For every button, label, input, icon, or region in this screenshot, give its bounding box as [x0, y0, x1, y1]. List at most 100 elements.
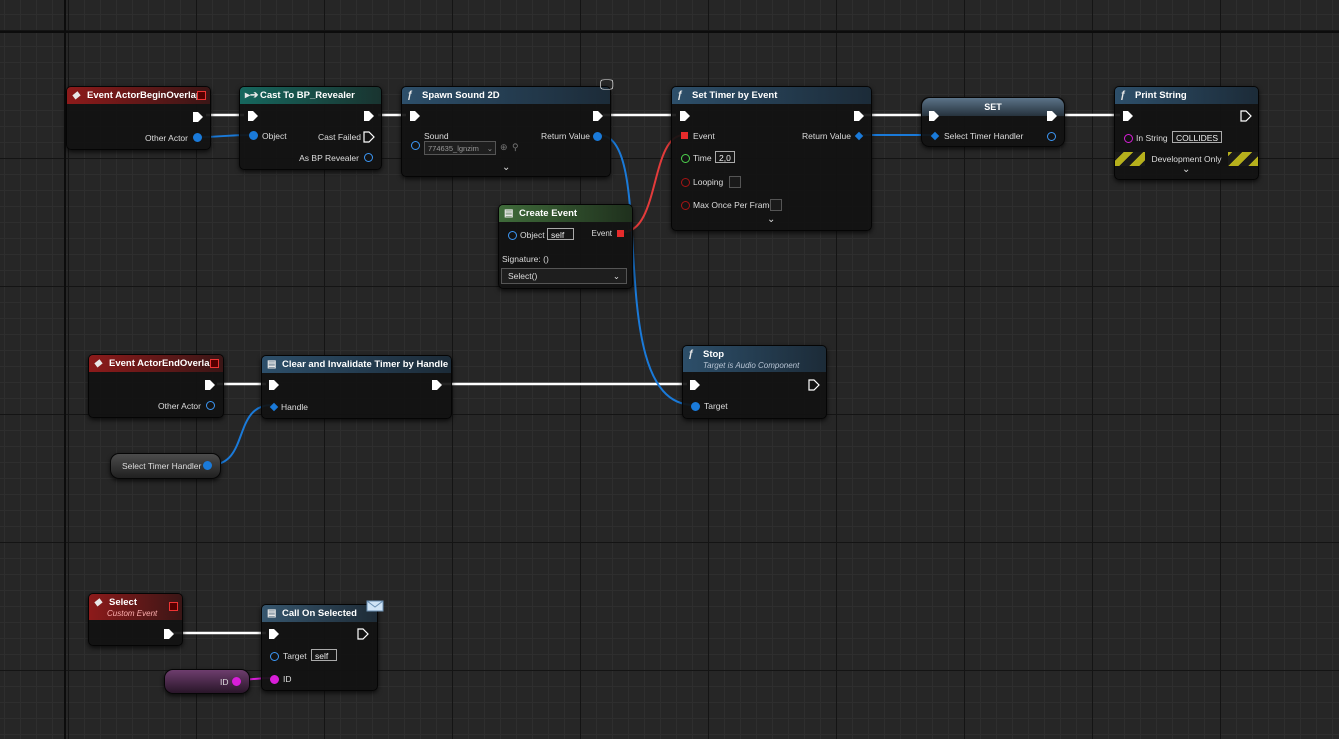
node-header: ▤ Create Event	[499, 205, 632, 222]
event-delegate-pin[interactable]	[681, 132, 688, 139]
object-pin[interactable]	[249, 131, 258, 140]
monitor-icon: 🖵	[600, 76, 614, 92]
cast-to-bp-revealer-node[interactable]: ▸➔ Cast To BP_Revealer Object Cast Faile…	[239, 86, 382, 170]
as-bp-revealer-pin[interactable]	[364, 153, 373, 162]
return-value-pin[interactable]	[854, 131, 864, 141]
event-actor-end-overlap-node[interactable]: ◆ Event ActorEndOverlap Other Actor	[88, 354, 224, 418]
node-header: ▤ Call On Selected	[262, 605, 377, 622]
node-header: ◆ Event ActorEndOverlap	[89, 355, 223, 372]
target-pin[interactable]	[270, 652, 279, 661]
in-string-pin[interactable]	[1124, 134, 1133, 143]
function-icon: ƒ	[407, 90, 413, 101]
exec-out-pin[interactable]	[592, 110, 604, 122]
expand-chevron-icon[interactable]: ⌄	[1182, 164, 1191, 175]
exec-in-pin[interactable]	[689, 379, 701, 391]
node-header: SET	[922, 98, 1064, 116]
node-header: ƒ Stop	[683, 346, 826, 372]
sound-pin[interactable]	[411, 141, 420, 150]
select-timer-handler-in-pin[interactable]	[930, 131, 940, 141]
stop-node[interactable]: ƒ Stop Target is Audio Component Target	[682, 345, 827, 419]
spawn-sound-2d-node[interactable]: ƒ Spawn Sound 2D Sound 774635_lgnzim⌄ ⊕ …	[401, 86, 611, 177]
exec-in-pin[interactable]	[268, 379, 280, 391]
select-timer-handler-out-pin[interactable]	[1047, 132, 1056, 141]
print-string-node[interactable]: ƒ Print String In String COLLIDES Develo…	[1114, 86, 1259, 180]
expand-chevron-icon[interactable]: ⌄	[767, 214, 776, 225]
pin-label: Target	[704, 401, 728, 411]
target-input[interactable]: self	[311, 649, 337, 661]
delegate-pin-icon[interactable]	[197, 91, 206, 100]
select-timer-handler-getter[interactable]: Select Timer Handler	[110, 453, 221, 479]
variable-label: ID	[220, 677, 229, 687]
value-out-pin[interactable]	[203, 461, 212, 470]
node-header: ◆ Select	[89, 594, 182, 620]
node-subtitle: Custom Event	[107, 609, 158, 618]
node-title: Spawn Sound 2D	[422, 90, 500, 101]
exec-in-pin[interactable]	[928, 110, 940, 122]
exec-out-pin[interactable]	[192, 111, 204, 123]
select-custom-event-node[interactable]: ◆ Select Custom Event	[88, 593, 183, 646]
target-pin[interactable]	[691, 402, 700, 411]
set-timer-by-event-node[interactable]: ƒ Set Timer by Event Event Time 2,0 Loop…	[671, 86, 872, 231]
cast-failed-exec-pin[interactable]	[363, 131, 375, 143]
exec-in-pin[interactable]	[409, 110, 421, 122]
pin-label: Looping	[693, 177, 724, 187]
id-pin[interactable]	[270, 675, 279, 684]
looping-checkbox[interactable]	[729, 176, 741, 188]
exec-out-pin[interactable]	[357, 628, 369, 640]
exec-out-pin[interactable]	[363, 110, 375, 122]
node-box-icon: ▤	[504, 208, 514, 219]
object-input[interactable]: self	[547, 228, 574, 240]
exec-out-pin[interactable]	[204, 379, 216, 391]
other-actor-pin[interactable]	[193, 133, 202, 142]
event-actor-begin-overlap-node[interactable]: ◆ Event ActorBeginOverlap Other Actor	[66, 86, 211, 150]
object-pin[interactable]	[508, 231, 517, 240]
pin-label: Event	[591, 229, 612, 238]
node-title: Event ActorBeginOverlap	[87, 90, 202, 101]
delegate-pin-icon[interactable]	[169, 602, 178, 611]
pin-label: In String	[1136, 133, 1168, 143]
delegate-pin-icon[interactable]	[210, 359, 219, 368]
return-value-pin[interactable]	[593, 132, 602, 141]
exec-out-pin[interactable]	[431, 379, 443, 391]
time-pin[interactable]	[681, 154, 690, 163]
clear-invalidate-timer-node[interactable]: ▤ Clear and Invalidate Timer by Handle H…	[261, 355, 452, 419]
sound-asset-dropdown[interactable]: 774635_lgnzim⌄	[424, 141, 496, 155]
pin-label: Max Once Per Frame	[693, 200, 775, 210]
exec-out-pin[interactable]	[1240, 110, 1252, 122]
value-out-pin[interactable]	[232, 677, 241, 686]
exec-out-pin[interactable]	[853, 110, 865, 122]
exec-in-pin[interactable]	[268, 628, 280, 640]
exec-in-pin[interactable]	[247, 110, 259, 122]
max-once-pin[interactable]	[681, 201, 690, 210]
node-title: Create Event	[519, 208, 578, 219]
node-header: ◆ Event ActorBeginOverlap	[67, 87, 210, 104]
node-header: ƒ Set Timer by Event	[672, 87, 871, 104]
other-actor-pin[interactable]	[206, 401, 215, 410]
exec-out-pin[interactable]	[1046, 110, 1058, 122]
browse-asset-icon[interactable]: ⊕	[500, 142, 508, 152]
function-select-dropdown[interactable]: Select()⌄	[501, 268, 627, 284]
set-variable-node[interactable]: SET Select Timer Handler	[921, 97, 1065, 147]
time-input[interactable]: 2,0	[715, 151, 735, 163]
node-header: ▸➔ Cast To BP_Revealer	[240, 87, 381, 104]
max-once-checkbox[interactable]	[770, 199, 782, 211]
exec-out-pin[interactable]	[163, 628, 175, 640]
search-icon[interactable]: ⚲	[512, 142, 519, 152]
pin-label: Event	[693, 131, 715, 141]
node-subtitle: Target is Audio Component	[703, 361, 800, 370]
pin-label: Object	[262, 131, 287, 141]
exec-in-pin[interactable]	[679, 110, 691, 122]
handle-pin[interactable]	[269, 402, 279, 412]
call-on-selected-node[interactable]: ▤ Call On Selected Target self ID	[261, 604, 378, 691]
id-getter[interactable]: ID	[164, 669, 250, 694]
pin-label: Select Timer Handler	[944, 131, 1024, 141]
create-event-node[interactable]: ▤ Create Event Object self Event Signatu…	[498, 204, 633, 289]
node-title: Stop	[703, 349, 725, 360]
event-diamond-icon: ◆	[94, 358, 102, 369]
exec-in-pin[interactable]	[1122, 110, 1134, 122]
event-out-pin[interactable]	[617, 230, 624, 237]
exec-out-pin[interactable]	[808, 379, 820, 391]
expand-chevron-icon[interactable]: ⌄	[502, 162, 511, 173]
looping-pin[interactable]	[681, 178, 690, 187]
in-string-input[interactable]: COLLIDES	[1172, 131, 1223, 143]
